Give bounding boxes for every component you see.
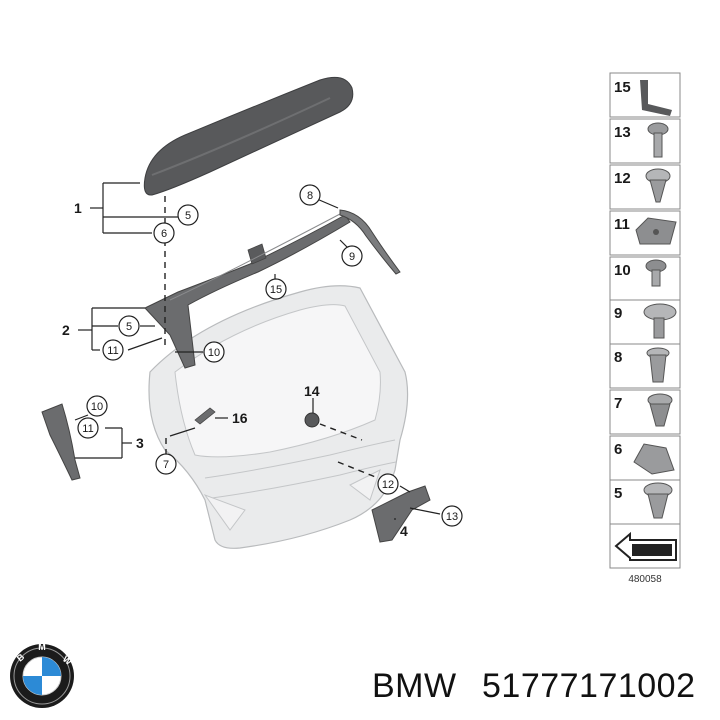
svg-text:15: 15	[270, 284, 282, 296]
callout-5-top: 5	[177, 204, 199, 226]
label-2: 2	[62, 322, 70, 338]
svg-text:10: 10	[208, 347, 220, 359]
callout-13: 13	[441, 505, 463, 527]
legend-num-10: 10	[614, 262, 631, 279]
callout-12: 12	[377, 473, 399, 495]
svg-text:9: 9	[349, 251, 355, 263]
screw-10-icon	[645, 259, 667, 287]
svg-text:6: 6	[161, 228, 167, 240]
label-4: 4	[400, 523, 408, 539]
legend-num-5: 5	[614, 485, 622, 502]
callout-11-left: 11	[77, 417, 99, 439]
callout-15: 15	[265, 278, 287, 300]
callout-10-left: 10	[86, 395, 108, 417]
svg-text:11: 11	[82, 423, 93, 435]
clip-6-icon	[633, 443, 675, 475]
label-14: 14	[304, 383, 320, 399]
svg-text:5: 5	[185, 210, 191, 222]
legend-num-9: 9	[614, 305, 622, 322]
callout-6: 6	[153, 222, 175, 244]
bmw-logo: B M W	[10, 642, 74, 708]
callout-10-mid: 10	[203, 341, 225, 363]
part-number: 51777171002	[482, 667, 696, 705]
label-1: 1	[74, 200, 82, 216]
spoiler	[143, 76, 354, 196]
pad	[194, 407, 216, 425]
legend-num-12: 12	[614, 170, 631, 187]
legend-num-11: 11	[614, 216, 630, 233]
screw-13-icon	[647, 122, 669, 158]
legend-num-6: 6	[614, 441, 622, 458]
svg-text:12: 12	[382, 479, 394, 491]
diagram-code: 480058	[628, 574, 662, 585]
svg-text:M: M	[38, 642, 46, 652]
svg-text:B: B	[15, 651, 27, 663]
svg-text:10: 10	[91, 401, 103, 413]
side-strip	[339, 209, 401, 275]
leader-lines	[74, 182, 441, 520]
legend-num-7: 7	[614, 395, 622, 412]
svg-text:8: 8	[307, 190, 313, 202]
callout-9: 9	[341, 245, 363, 267]
screw-9-icon	[643, 303, 677, 339]
legend-num-15: 15	[614, 79, 631, 96]
clip-12-icon	[645, 168, 671, 203]
legend-num-13: 13	[614, 124, 631, 141]
brand-name: BMW	[372, 667, 457, 705]
clip-5-icon	[643, 482, 673, 519]
svg-text:13: 13	[446, 511, 458, 523]
label-3: 3	[136, 435, 144, 451]
rivet-8-icon	[646, 347, 670, 383]
arrow-icon	[614, 531, 677, 561]
bracket	[371, 485, 431, 543]
callout-7: 7	[155, 453, 177, 475]
legend-num-8: 8	[614, 349, 622, 366]
svg-text:7: 7	[163, 459, 169, 471]
label-16: 16	[232, 410, 248, 426]
callout-11-mid: 11	[102, 339, 124, 361]
trim-bar	[144, 213, 351, 369]
grommet	[304, 412, 320, 428]
nut-11-icon	[635, 217, 677, 245]
callout-8: 8	[299, 184, 321, 206]
parts-legend: 15 13 12 11 10 9 8 7 6 5 480058	[609, 72, 681, 585]
svg-text:11: 11	[107, 345, 118, 357]
screw-7-icon	[647, 393, 673, 427]
callout-5-mid: 5	[118, 315, 140, 337]
svg-text:5: 5	[126, 321, 132, 333]
pillar-cover	[41, 403, 81, 481]
strip-icon	[640, 80, 672, 116]
